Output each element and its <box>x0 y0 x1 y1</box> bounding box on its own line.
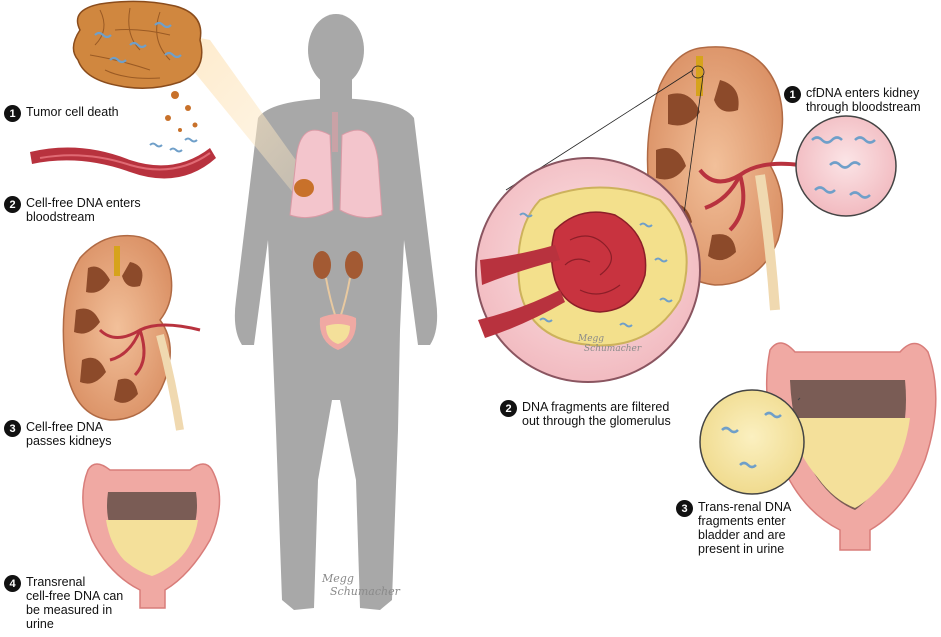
left-kidney <box>62 234 201 431</box>
step-text: cfDNA enters kidney through bloodstream <box>806 86 921 114</box>
step-text: Transrenal cell-free DNA can be measured… <box>26 575 124 631</box>
step-number: 3 <box>676 500 693 517</box>
step-number: 3 <box>4 420 21 437</box>
step-number: 2 <box>4 196 21 213</box>
human-silhouette <box>234 14 438 610</box>
step-text: Tumor cell death <box>26 105 119 119</box>
step-number: 2 <box>500 400 517 417</box>
step-text: Cell-free DNA enters bloodstream <box>26 196 141 224</box>
artist-signature: Megg Schumacher <box>322 572 400 598</box>
left-step-1: 1 Tumor cell death <box>4 105 119 122</box>
left-step-2: 2 Cell-free DNA enters bloodstream <box>4 196 141 224</box>
step-text: Trans-renal DNA fragments enter bladder … <box>698 500 792 556</box>
step-number: 4 <box>4 575 21 592</box>
step-number: 1 <box>784 86 801 103</box>
tumor-cluster <box>72 0 203 132</box>
left-step-3: 3 Cell-free DNA passes kidneys <box>4 420 111 448</box>
signature-line-2: Schumacher <box>584 344 642 354</box>
glomerulus-circle <box>475 157 701 383</box>
signature-line-2: Schumacher <box>330 585 400 598</box>
zoom-beam <box>160 30 310 195</box>
right-step-1: 1 cfDNA enters kidney through bloodstrea… <box>784 86 921 114</box>
signature-line-1: Megg <box>578 334 605 344</box>
body-kidneys <box>313 251 363 319</box>
lungs <box>289 112 383 219</box>
left-bladder <box>82 463 221 609</box>
right-step-3: 3 Trans-renal DNA fragments enter bladde… <box>676 500 791 556</box>
circle-signature: Megg Schumacher <box>578 334 641 354</box>
body-bladder <box>319 314 357 350</box>
blood-vessel <box>30 137 216 179</box>
right-step-2: 2 DNA fragments are filtered out through… <box>500 400 671 428</box>
step-text: Cell-free DNA passes kidneys <box>26 420 112 448</box>
urine-circle <box>699 389 805 495</box>
signature-line-1: Megg <box>322 572 354 585</box>
right-bladder <box>765 342 937 551</box>
left-step-4: 4 Transrenal cell-free DNA can be measur… <box>4 575 123 631</box>
cfdna-circle <box>795 115 897 217</box>
step-text: DNA fragments are filtered out through t… <box>522 400 671 428</box>
step-number: 1 <box>4 105 21 122</box>
